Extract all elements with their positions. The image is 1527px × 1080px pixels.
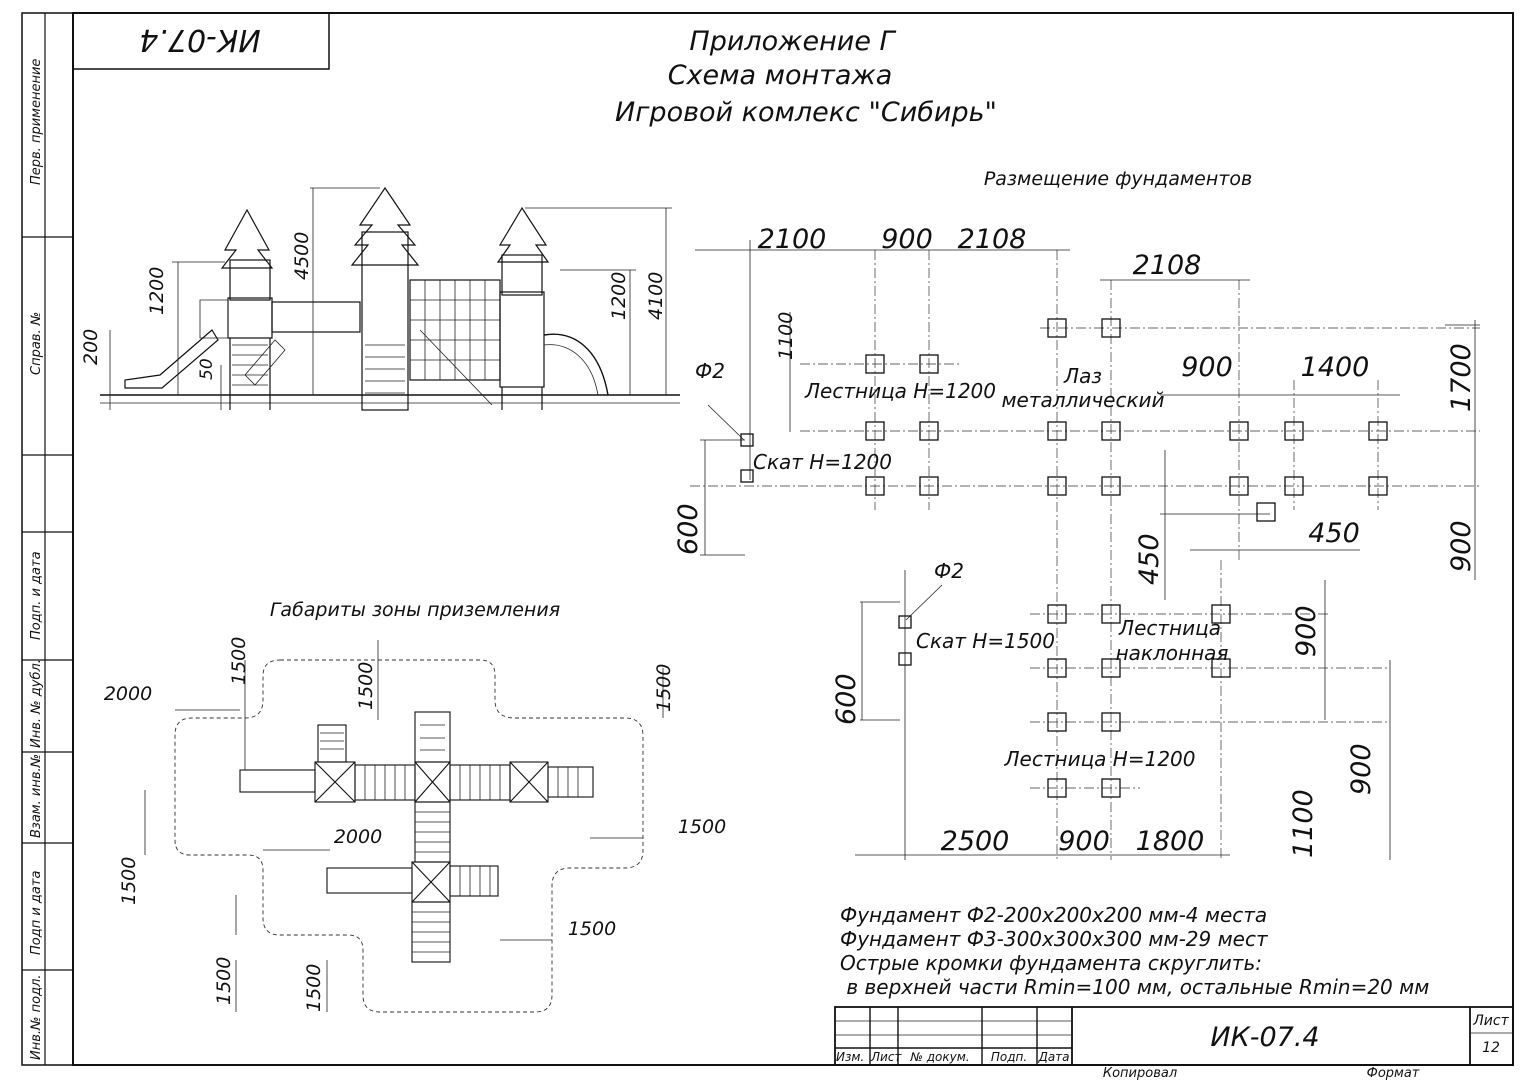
fp-dim-1100-left: 1100 bbox=[775, 312, 797, 360]
fp-dim-900-right-lower-b: 900 bbox=[1346, 743, 1377, 795]
foundation-plan: Размещение фундаментов bbox=[673, 168, 1480, 860]
lz-dim-1500-e: 1500 bbox=[118, 857, 140, 905]
fp-label-ladder-inclined-1: Лестница bbox=[1118, 616, 1221, 640]
fp-dim-450-horizontal: 450 bbox=[1308, 518, 1360, 549]
fp-dim-2500: 2500 bbox=[941, 826, 1010, 857]
fp-dim-900-right-top: 900 bbox=[1181, 352, 1233, 383]
fp-label-climber-2: металлический bbox=[1001, 388, 1164, 412]
fp-label-f2-a: Ф2 bbox=[695, 359, 725, 383]
fp-dim-600-a: 600 bbox=[673, 503, 704, 555]
tb-header-sign: Подп. bbox=[991, 1050, 1027, 1064]
landing-zone-title: Габариты зоны приземления bbox=[270, 599, 560, 621]
page-title: Приложение Г Схема монтажа Игровой комле… bbox=[615, 26, 997, 128]
lz-dim-1500-g: 1500 bbox=[213, 957, 235, 1005]
side-label-dup-inv: Инв. № дубл. bbox=[29, 659, 44, 748]
side-label-replace-inv: Взам. инв.№ bbox=[29, 754, 44, 838]
landing-zone: Габариты зоны приземления bbox=[104, 599, 726, 1013]
fp-dim-1400: 1400 bbox=[1301, 352, 1370, 383]
fp-dim-2108-a: 2108 bbox=[958, 224, 1027, 255]
tb-header-date: Дата bbox=[1037, 1050, 1069, 1064]
elev-dim-50: 50 bbox=[197, 358, 217, 380]
tb-doc-code: ИК-07.4 bbox=[1210, 1022, 1319, 1053]
tb-header-change: Изм. bbox=[836, 1050, 864, 1064]
title-line-3: Игровой комлекс "Сибирь" bbox=[615, 97, 997, 128]
title-line-2: Схема монтажа bbox=[668, 60, 893, 91]
elev-dim-1200-right: 1200 bbox=[608, 272, 630, 320]
fp-dim-600-b: 600 bbox=[831, 673, 862, 725]
side-label-sign-date-1: Подп. и дата bbox=[29, 551, 44, 640]
lz-dim-1500-h: 1500 bbox=[303, 964, 325, 1012]
side-label-first-use: Перв. примeнение bbox=[29, 59, 44, 185]
fp-label-climber-1: Лаз bbox=[1063, 364, 1102, 388]
elev-dim-4100: 4100 bbox=[645, 272, 667, 320]
lz-dim-1500-b: 1500 bbox=[355, 662, 377, 710]
fp-dim-450-vertical: 450 bbox=[1134, 533, 1165, 585]
title-line-1: Приложение Г bbox=[689, 26, 896, 57]
fp-label-f2-b: Ф2 bbox=[934, 559, 964, 583]
fp-dim-900-bottom: 900 bbox=[1058, 826, 1110, 857]
lz-dim-1500-a: 1500 bbox=[228, 637, 250, 685]
foundation-plan-title: Размещение фундаментов bbox=[984, 168, 1252, 190]
fp-label-slide-1200: Скат Н=1200 bbox=[753, 450, 892, 474]
tb-sheet-number: 12 bbox=[1482, 1040, 1500, 1056]
note-line-1: Фундамент Ф2-200х200х200 мм-4 места bbox=[840, 903, 1267, 927]
title-block: Изм. Лист № докум. Подп. Дата ИК-07.4 Ли… bbox=[834, 1006, 1514, 1080]
side-label-orig-inv: Инв.№ подл. bbox=[29, 974, 44, 1060]
elevation-view: 1200 4500 1200 4100 200 50 bbox=[80, 186, 680, 411]
tb-copied: Копировал bbox=[1103, 1066, 1177, 1080]
side-stamp: Перв. примeнение Справ. № Подп. и дата И… bbox=[29, 59, 44, 1060]
lz-dim-1500-c: 1500 bbox=[653, 664, 675, 712]
fp-dim-1700: 1700 bbox=[1446, 343, 1477, 412]
elev-dim-200: 200 bbox=[80, 329, 102, 365]
lz-dim-1500-d: 1500 bbox=[678, 816, 726, 838]
fp-label-slide-1500: Скат Н=1500 bbox=[916, 629, 1055, 653]
tb-header-sheet: Лист bbox=[870, 1050, 902, 1064]
fp-label-ladder-1200-bottom: Лестница Н=1200 bbox=[1004, 747, 1196, 771]
note-line-2: Фундамент Ф3-300х300х300 мм-29 мест bbox=[840, 927, 1269, 951]
side-label-sign-date-2: Подп и дата bbox=[29, 871, 44, 955]
note-line-3: Острые кромки фундамента скруглить: bbox=[840, 951, 1262, 975]
tb-sheet-label: Лист bbox=[1472, 1013, 1509, 1029]
lz-dim-1500-f: 1500 bbox=[568, 918, 616, 940]
lz-dim-2000-a: 2000 bbox=[104, 683, 152, 705]
fp-dim-900-right-lower-a: 900 bbox=[1291, 605, 1322, 657]
fp-dim-1800: 1800 bbox=[1136, 826, 1205, 857]
side-label-ref-no: Справ. № bbox=[29, 312, 44, 375]
fp-dim-2100: 2100 bbox=[758, 224, 827, 255]
note-line-4: в верхней части Rmin=100 мм, остальные R… bbox=[840, 975, 1429, 999]
tb-header-doc-no: № докум. bbox=[909, 1050, 969, 1064]
tb-format: Формат bbox=[1367, 1066, 1420, 1080]
fp-label-ladder-inclined-2: наклонная bbox=[1116, 641, 1229, 665]
fp-dim-2108-b: 2108 bbox=[1133, 250, 1202, 281]
fp-dim-900-right-mid: 900 bbox=[1446, 520, 1477, 572]
drawing-frame bbox=[21, 12, 1514, 1066]
fp-dim-900-top: 900 bbox=[881, 224, 933, 255]
doc-code-inverted: ИК-07.4 bbox=[139, 22, 260, 57]
notes: Фундамент Ф2-200х200х200 мм-4 места Фунд… bbox=[840, 903, 1429, 999]
lz-dim-2000-b: 2000 bbox=[334, 826, 382, 848]
fp-dim-1100-right: 1100 bbox=[1288, 789, 1319, 858]
elev-dim-4500: 4500 bbox=[291, 232, 313, 280]
elev-dim-1200-left: 1200 bbox=[146, 267, 168, 315]
fp-label-ladder-1200-top: Лестница Н=1200 bbox=[804, 379, 996, 403]
